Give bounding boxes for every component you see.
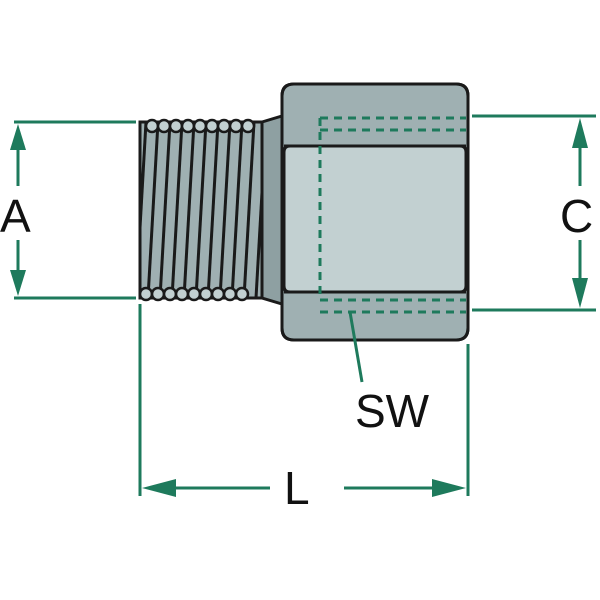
hex-nut <box>280 82 470 342</box>
dimension-label-a: A <box>0 190 31 242</box>
dimension-sw-leader <box>348 311 364 383</box>
conical-shoulder <box>260 113 284 307</box>
dimension-label-sw: SW <box>355 385 430 437</box>
dimension-label-l: L <box>284 462 310 514</box>
thread-lines <box>140 122 268 298</box>
threaded-end <box>138 118 270 302</box>
dimension-l <box>138 304 470 497</box>
internal-bore-hidden-lines <box>318 116 466 314</box>
dimension-label-c: C <box>560 190 594 242</box>
dimension-c <box>472 114 596 312</box>
thread-crests-bottom <box>138 286 250 302</box>
thread-crests-top <box>144 118 256 134</box>
dimension-a <box>10 120 136 300</box>
